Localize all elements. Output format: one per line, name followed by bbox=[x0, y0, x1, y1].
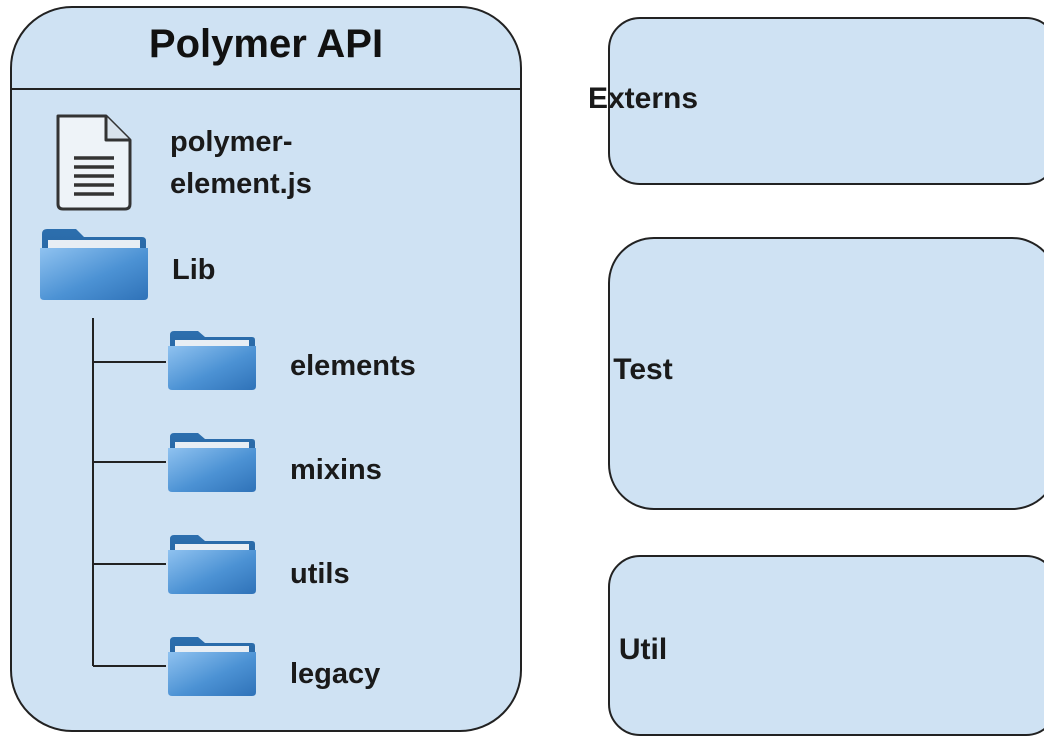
utils-folder-icon bbox=[168, 535, 256, 594]
util-label: Util bbox=[618, 632, 668, 666]
folder-label-utils: utils bbox=[290, 558, 350, 590]
file-label-line1: polymer- bbox=[170, 126, 293, 158]
panel-title: Polymer API bbox=[148, 21, 384, 66]
test-panel: Test bbox=[608, 237, 1044, 510]
tree-connector bbox=[92, 318, 166, 667]
test-label: Test bbox=[613, 352, 673, 386]
externs-panel: Externs bbox=[588, 17, 1044, 185]
folder-label-legacy: legacy bbox=[290, 658, 381, 690]
lib-label: Lib bbox=[172, 254, 216, 286]
util-panel: Util bbox=[608, 555, 1044, 736]
elements-folder-icon bbox=[168, 331, 256, 390]
document-icon bbox=[56, 114, 132, 211]
folder-label-mixins: mixins bbox=[290, 454, 382, 486]
lib-folder-icon bbox=[40, 229, 148, 300]
mixins-folder-icon bbox=[168, 433, 256, 492]
legacy-folder-icon bbox=[168, 637, 256, 696]
externs-label: Externs bbox=[587, 82, 699, 115]
file-label-line2: element.js bbox=[170, 168, 312, 200]
panel-title-bar: Polymer API bbox=[12, 8, 520, 90]
folder-label-elements: elements bbox=[290, 350, 416, 382]
